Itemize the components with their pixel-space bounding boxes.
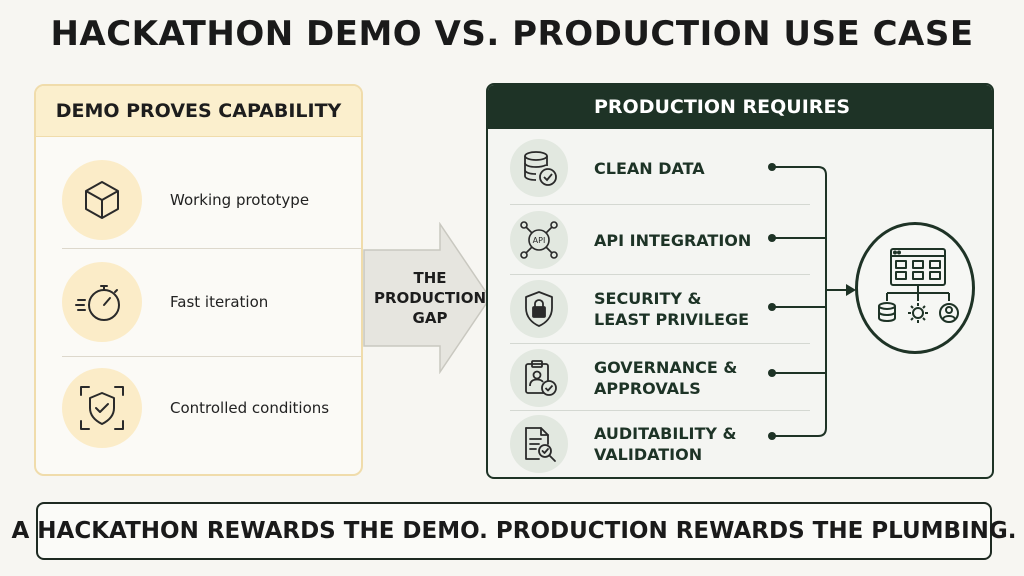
page-title: HACKATHON DEMO VS. PRODUCTION USE CASE bbox=[50, 14, 974, 54]
system-architecture-icon bbox=[878, 248, 959, 323]
divider bbox=[62, 248, 361, 249]
production-header: PRODUCTION REQUIRES bbox=[488, 85, 992, 129]
svg-text:API: API bbox=[533, 236, 546, 245]
divider bbox=[510, 343, 810, 344]
gap-label-line: THE bbox=[413, 269, 447, 287]
database-check-icon bbox=[510, 139, 568, 197]
divider bbox=[62, 356, 361, 357]
stopwatch-icon bbox=[62, 262, 142, 342]
production-item-label-line: LEAST PRIVILEGE bbox=[594, 310, 750, 329]
demo-panel: DEMO PROVES CAPABILITY Working prototype bbox=[34, 84, 363, 476]
gap-label-line: PRODUCTION bbox=[373, 289, 487, 307]
demo-header: DEMO PROVES CAPABILITY bbox=[36, 86, 361, 137]
production-item-label-line: AUDITABILITY & bbox=[594, 424, 737, 443]
production-item-clean-data: CLEAN DATA bbox=[510, 135, 810, 201]
production-item-label: SECURITY & LEAST PRIVILEGE bbox=[594, 288, 749, 330]
production-item-auditability: AUDITABILITY & VALIDATION bbox=[510, 411, 810, 477]
api-network-icon: API bbox=[510, 211, 568, 269]
production-item-label-line: APPROVALS bbox=[594, 379, 701, 398]
demo-item-working-prototype: Working prototype bbox=[62, 150, 361, 250]
demo-item-label: Fast iteration bbox=[170, 293, 269, 311]
production-item-label-line: GOVERNANCE & bbox=[594, 358, 738, 377]
production-item-label: GOVERNANCE & APPROVALS bbox=[594, 357, 737, 399]
footer-banner: A HACKATHON REWARDS THE DEMO. PRODUCTION… bbox=[12, 502, 1017, 560]
production-item-label-line: VALIDATION bbox=[594, 445, 703, 464]
production-item-label: AUDITABILITY & VALIDATION bbox=[594, 423, 737, 465]
production-item-label-line: API INTEGRATION bbox=[594, 230, 752, 250]
divider bbox=[510, 274, 810, 275]
demo-item-label: Controlled conditions bbox=[170, 399, 330, 417]
production-item-label-line: CLEAN DATA bbox=[594, 158, 705, 178]
production-gap-arrow bbox=[363, 222, 491, 374]
system-architecture-circle bbox=[855, 222, 975, 354]
divider bbox=[510, 204, 810, 205]
production-gap-label: THE PRODUCTION GAP bbox=[364, 268, 496, 328]
production-item-api-integration: API API INTEGRATION bbox=[510, 207, 810, 273]
shield-check-icon bbox=[62, 368, 142, 448]
gap-label-line: GAP bbox=[412, 309, 448, 327]
cube-icon bbox=[62, 160, 142, 240]
demo-item-fast-iteration: Fast iteration bbox=[62, 252, 361, 352]
lock-shield-icon bbox=[510, 280, 568, 338]
document-search-icon bbox=[510, 415, 568, 473]
clipboard-person-icon bbox=[510, 349, 568, 407]
demo-item-label: Working prototype bbox=[170, 191, 310, 209]
production-item-governance: GOVERNANCE & APPROVALS bbox=[510, 345, 810, 411]
production-item-label: API INTEGRATION bbox=[594, 230, 751, 251]
production-item-label-line: SECURITY & bbox=[594, 289, 702, 308]
production-item-security: SECURITY & LEAST PRIVILEGE bbox=[510, 276, 810, 342]
divider bbox=[510, 410, 810, 411]
production-item-label: CLEAN DATA bbox=[594, 158, 705, 179]
demo-item-controlled-conditions: Controlled conditions bbox=[62, 358, 361, 458]
